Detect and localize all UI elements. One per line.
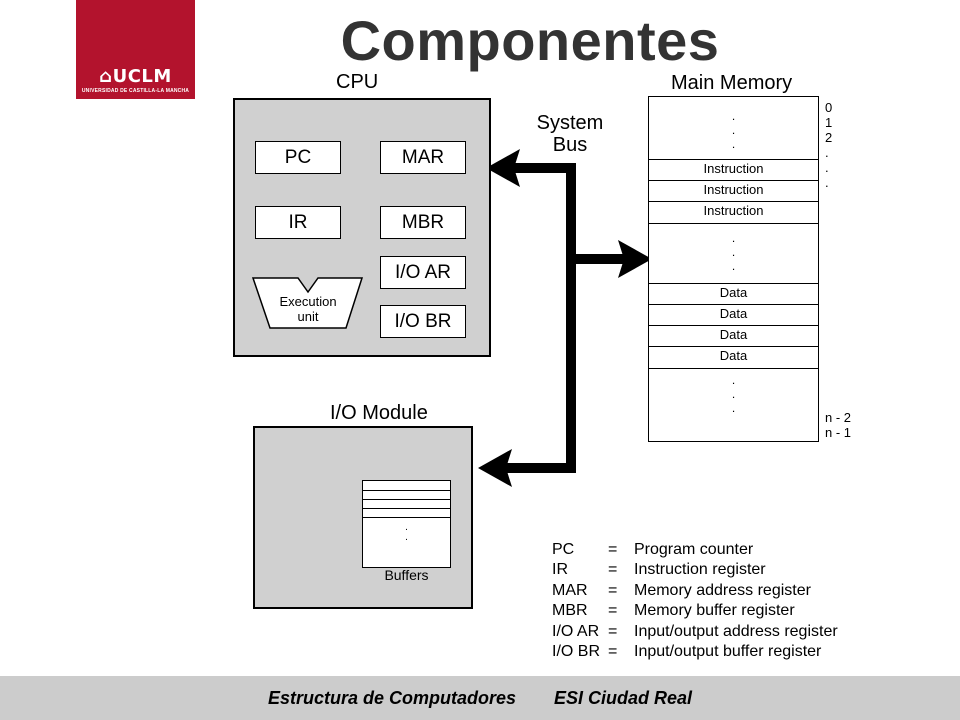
footer-course: Estructura de Computadores — [267, 687, 516, 708]
bus-io-arrowhead — [478, 449, 512, 487]
legend-row: I/O AR=Input/output address register — [552, 622, 838, 640]
memory-row-instruction: Instruction — [649, 159, 818, 178]
io-module-label: I/O Module — [330, 402, 428, 424]
footer-bar: Estructura de Computadores ESI Ciudad Re… — [0, 676, 960, 720]
execution-unit-label: Execution unit — [279, 294, 337, 324]
execution-unit-shape — [251, 277, 364, 329]
legend-row: IR=Instruction register — [552, 561, 766, 579]
bus-memory-arrowhead — [618, 240, 652, 278]
memory-row-instruction: Instruction — [649, 180, 818, 199]
register-io-br: I/O BR — [380, 305, 466, 338]
buffers-label: Buffers — [384, 567, 429, 583]
memory-row-data: Data — [649, 325, 818, 344]
memory-ellipsis-top: ... — [731, 109, 736, 151]
memory-ellipsis-bottom: ... — [731, 373, 736, 415]
logo-emblem-icon: ⌂ — [99, 66, 113, 87]
uclm-logo: ⌂UCLM UNIVERSIDAD DE CASTILLA-LA MANCHA — [76, 0, 195, 99]
main-memory-block: ... Instruction Instruction Instruction … — [648, 96, 819, 442]
address-ellipsis: . — [825, 145, 829, 160]
legend-row: MAR=Memory address register — [552, 581, 811, 599]
buffers-block: .. — [362, 480, 451, 568]
legend-row: I/O BR=Input/output buffer register — [552, 643, 822, 661]
legend: PC=Program counter IR=Instruction regist… — [552, 540, 838, 662]
logo-wordmark: ⌂UCLM — [99, 66, 172, 87]
register-mar: MAR — [380, 141, 466, 174]
bus-cpu-arrowhead — [486, 149, 520, 187]
memory-ellipsis-middle: ... — [731, 231, 736, 273]
page-title: Componentes — [340, 9, 720, 72]
memory-addresses-bottom: n - 2 n - 1 — [825, 410, 852, 440]
buffer-ellipsis: .. — [405, 522, 408, 543]
logo-subtitle: UNIVERSIDAD DE CASTILLA-LA MANCHA — [81, 88, 190, 94]
main-memory-label: Main Memory — [671, 72, 793, 94]
memory-row-data: Data — [649, 304, 818, 323]
register-io-ar: I/O AR — [380, 256, 466, 289]
memory-addresses-top: 0 1 2 . . . — [825, 100, 833, 190]
memory-row-gap — [649, 368, 818, 440]
memory-row-data: Data — [649, 283, 818, 302]
buffer-row — [363, 499, 450, 509]
buffer-row — [363, 508, 450, 518]
memory-row-gap — [649, 223, 818, 283]
legend-row: PC=Program counter — [552, 541, 754, 558]
cpu-label: CPU — [336, 71, 379, 93]
register-pc: PC — [255, 141, 341, 174]
buffer-row — [363, 490, 450, 500]
register-mbr: MBR — [380, 206, 466, 239]
memory-row-data: Data — [649, 346, 818, 365]
buffer-row — [363, 481, 450, 491]
legend-row: MBR=Memory buffer register — [552, 602, 795, 620]
footer-school: ESI Ciudad Real — [554, 687, 693, 708]
register-ir: IR — [255, 206, 341, 239]
system-bus-label: System Bus — [536, 112, 604, 156]
memory-row-instruction: Instruction — [649, 201, 818, 220]
